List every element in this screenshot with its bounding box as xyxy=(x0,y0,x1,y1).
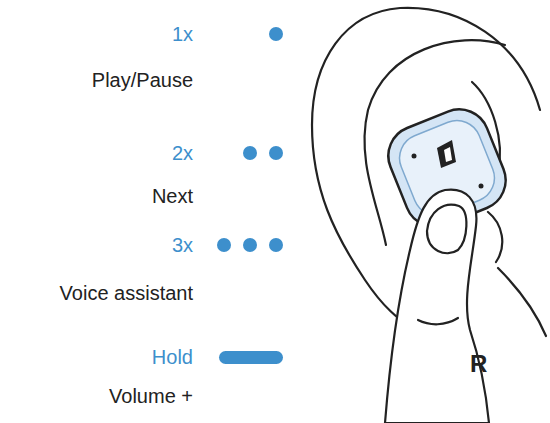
earbud-logo xyxy=(437,140,456,168)
finger-outline xyxy=(385,190,489,423)
tap-count: 1x xyxy=(0,22,193,46)
action-label: Play/Pause xyxy=(0,68,193,92)
tap-dot xyxy=(217,238,231,252)
finger xyxy=(385,190,489,423)
gesture-label: Hold xyxy=(0,345,193,369)
tap-count: 3x xyxy=(0,233,193,257)
earbud-sensor xyxy=(479,184,484,189)
tap-dot xyxy=(243,146,257,160)
action-label: Volume + xyxy=(0,384,193,408)
tap-dot xyxy=(269,27,283,41)
finger-knuckle xyxy=(418,318,458,324)
hold-bar xyxy=(219,351,283,364)
tap-count: 2x xyxy=(0,141,193,165)
action-label: Next xyxy=(0,184,193,208)
tap-dot xyxy=(269,146,283,160)
earbud-sensor xyxy=(412,154,417,159)
ear-jaw-line xyxy=(498,268,546,336)
finger-nail xyxy=(427,205,466,254)
earbud-logo xyxy=(444,147,452,162)
side-marker: R xyxy=(470,352,500,376)
ear-tragus xyxy=(488,212,502,262)
tap-dot xyxy=(243,238,257,252)
tap-dot xyxy=(269,238,283,252)
action-label: Voice assistant xyxy=(0,281,193,305)
tap-marks xyxy=(217,27,283,364)
